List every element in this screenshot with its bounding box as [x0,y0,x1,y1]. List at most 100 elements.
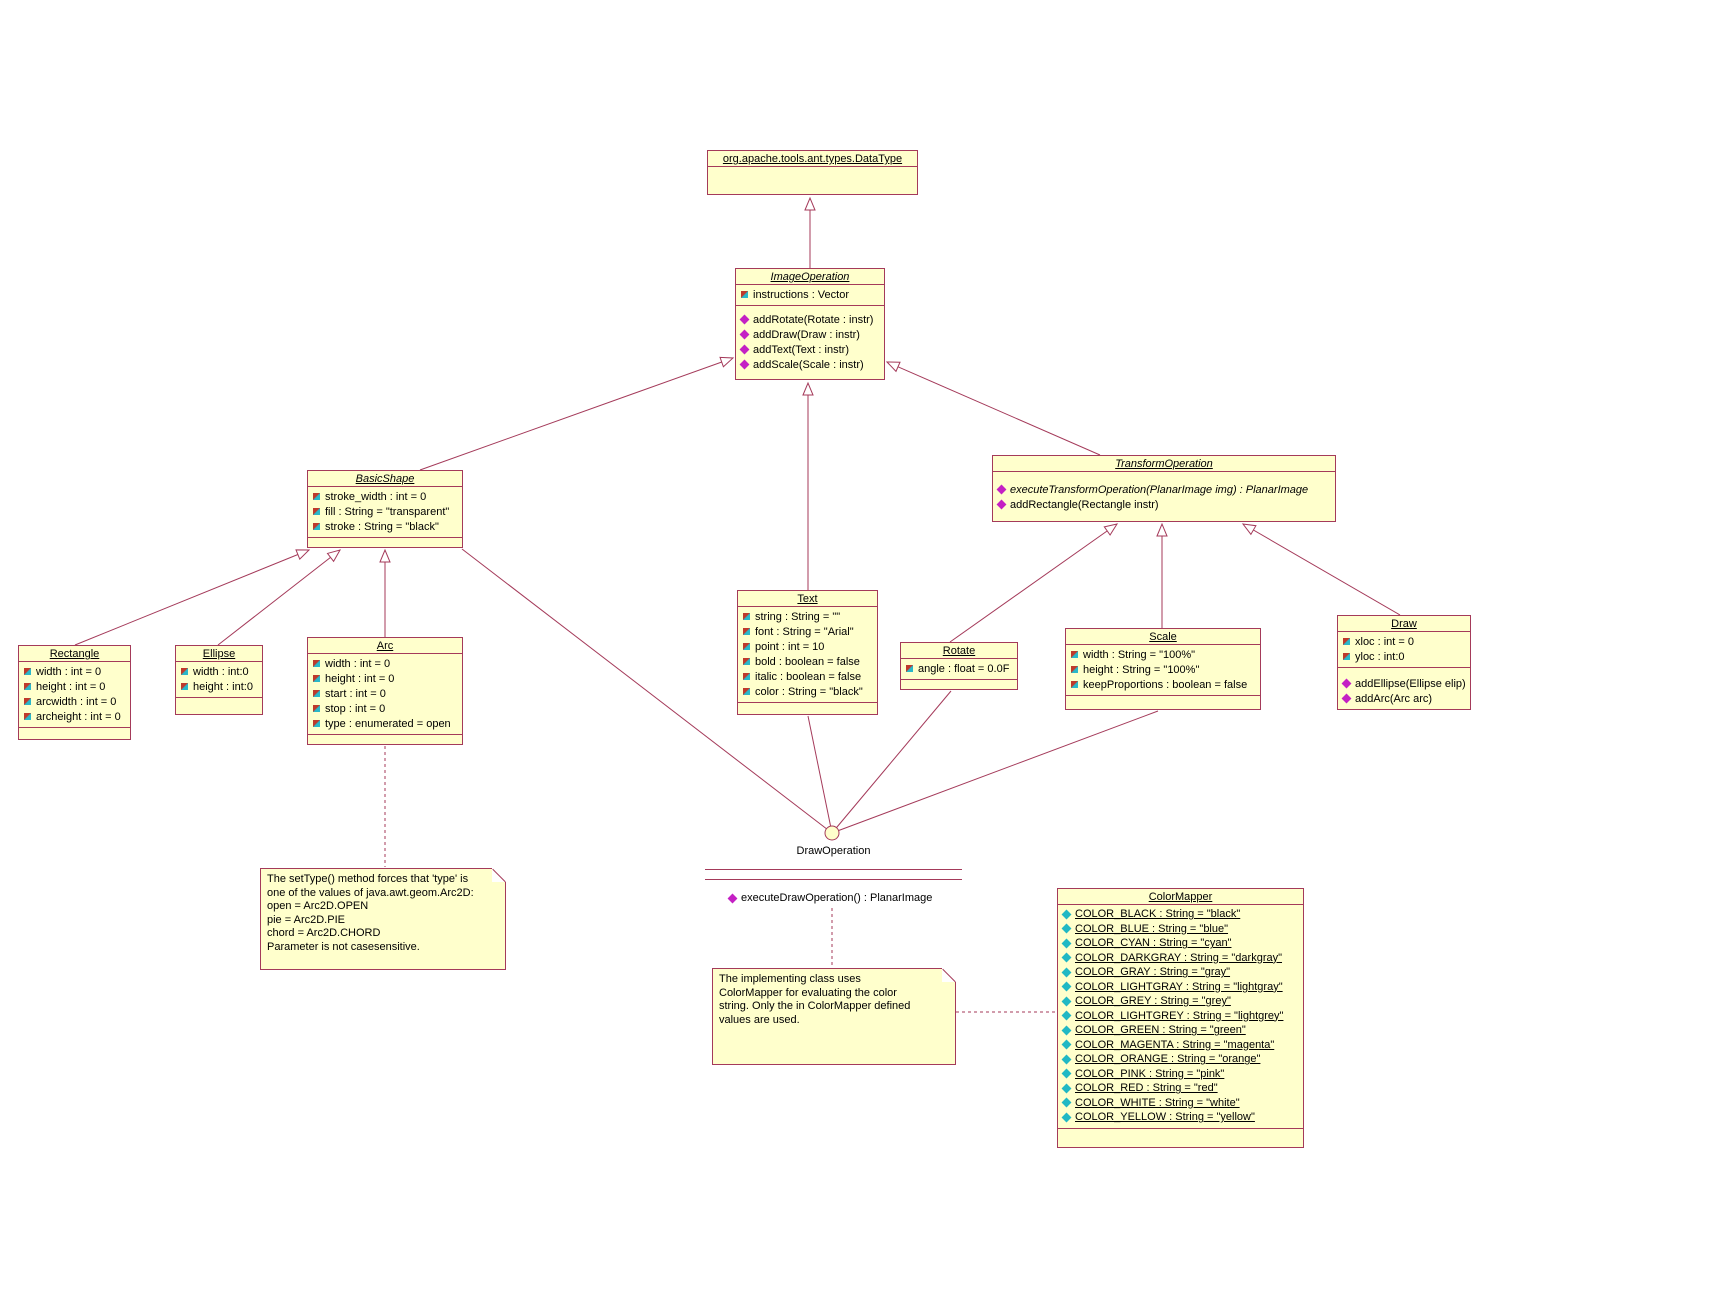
attribute-icon [1071,681,1078,688]
attribute-text: COLOR_PINK : String = "pink" [1075,1067,1225,1080]
attribute-row: COLOR_LIGHTGRAY : String = "lightgray" [1061,980,1300,995]
note-fold [942,968,956,982]
attribute-icon [24,698,31,705]
attribute-text: stop : int = 0 [325,702,386,715]
attribute-text: color : String = "black" [755,685,863,698]
attributes-compartment: stroke_width : int = 0 fill : String = "… [308,487,462,537]
attribute-row: arcwidth : int = 0 [22,694,127,709]
attributes-compartment: xloc : int = 0 yloc : int:0 [1338,632,1470,667]
attribute-row: COLOR_LIGHTGREY : String = "lightgrey" [1061,1009,1300,1024]
method-row: addDraw(Draw : instr) [739,327,881,342]
method-icon [739,314,750,325]
attribute-text: height : int = 0 [325,672,395,685]
class-name: ColorMapper [1058,889,1303,905]
note-text-line: string. Only the in ColorMapper defined [719,1000,911,1012]
class-box-draw: Draw xloc : int = 0 yloc : int:0 addElli… [1337,615,1471,710]
attribute-icon [313,493,320,500]
interface-rule [705,869,962,870]
note-fold [492,868,506,882]
static-attribute-icon [1061,1112,1072,1123]
method-text: addRectangle(Rectangle instr) [1010,498,1159,511]
edge-draw-transformoperation [1241,523,1401,616]
attribute-text: start : int = 0 [325,687,386,700]
interface-rule [705,879,962,880]
edge-ellipse-basicshape [217,549,342,646]
attribute-text: string : String = "" [755,610,841,623]
method-icon [996,484,1007,495]
attribute-icon [181,683,188,690]
attribute-row: point : int = 10 [741,639,874,654]
attribute-icon [313,720,320,727]
attribute-row: yloc : int:0 [1341,649,1467,664]
attribute-text: archeight : int = 0 [36,710,121,723]
attribute-row: color : String = "black" [741,684,874,699]
attribute-icon [313,523,320,530]
empty-compartment [1058,1127,1303,1148]
attribute-text: angle : float = 0.0F [918,662,1010,675]
attribute-row: width : int = 0 [22,664,127,679]
static-attribute-icon [1061,1039,1072,1050]
attribute-row: COLOR_YELLOW : String = "yellow" [1061,1110,1300,1125]
note-arc-settype: The setType() method forces that 'type' … [260,868,506,970]
class-name: Draw [1338,616,1470,632]
generalization-edges [74,196,1401,646]
empty-compartment [308,734,462,744]
method-text: addDraw(Draw : instr) [753,328,860,341]
note-text-line: values are used. [719,1013,800,1026]
static-attribute-icon [1061,1097,1072,1108]
attribute-row: COLOR_ORANGE : String = "orange" [1061,1052,1300,1067]
class-box-arc: Arc width : int = 0 height : int = 0 sta… [307,637,463,745]
attribute-row: stroke_width : int = 0 [311,489,459,504]
attribute-text: italic : boolean = false [755,670,862,683]
static-attribute-icon [1061,938,1072,949]
static-attribute-icon [1061,1054,1072,1065]
attribute-row: COLOR_RED : String = "red" [1061,1081,1300,1096]
attribute-row: COLOR_PINK : String = "pink" [1061,1067,1300,1082]
note-text-line: The implementing class uses [719,973,861,985]
attribute-text: COLOR_CYAN : String = "cyan" [1075,937,1232,950]
class-box-text: Text string : String = "" font : String … [737,590,878,715]
method-row: addEllipse(Ellipse elip) [1341,676,1467,691]
class-name: Rotate [901,643,1017,659]
static-attribute-icon [1061,996,1072,1007]
empty-compartment [308,537,462,547]
attribute-row: COLOR_GREEN : String = "green" [1061,1023,1300,1038]
attribute-row: instructions : Vector [739,287,881,302]
attribute-row: angle : float = 0.0F [904,661,1014,676]
static-attribute-icon [1061,1083,1072,1094]
empty-compartment [901,679,1017,689]
method-row: addArc(Arc arc) [1341,691,1467,706]
attribute-text: arcwidth : int = 0 [36,695,117,708]
static-attribute-icon [1061,981,1072,992]
empty-compartment [176,697,262,714]
attribute-text: COLOR_GREY : String = "grey" [1075,995,1231,1008]
attribute-text: fill : String = "transparent" [325,505,450,518]
attribute-text: point : int = 10 [755,640,825,653]
note-text-line: The setType() method forces that 'type' … [267,873,469,885]
attribute-icon [743,673,750,680]
empty-compartment [708,167,917,194]
attribute-text: type : enumerated = open [325,717,451,730]
attribute-icon [743,688,750,695]
class-name: org.apache.tools.ant.types.DataType [708,151,917,167]
interface-realization-edges [461,548,1159,834]
empty-compartment [738,702,877,714]
interface-lollipop-icon [824,825,840,841]
method-icon [1341,678,1352,689]
class-box-scale: Scale width : String = "100%" height : S… [1065,628,1261,710]
method-icon [996,499,1007,510]
attribute-icon [24,713,31,720]
attribute-text: width : String = "100%" [1083,648,1196,661]
attribute-icon [743,643,750,650]
attribute-text: height : int:0 [193,680,253,693]
method-text: executeTransformOperation(PlanarImage im… [1010,483,1309,496]
static-attribute-icon [1061,923,1072,934]
attribute-icon [743,658,750,665]
attribute-icon [1343,653,1350,660]
empty-compartment [1066,695,1260,709]
methods-compartment: executeTransformOperation(PlanarImage im… [993,472,1335,521]
attribute-row: font : String = "Arial" [741,624,874,639]
class-name: Ellipse [176,646,262,662]
attribute-row: italic : boolean = false [741,669,874,684]
attribute-text: instructions : Vector [753,288,849,301]
